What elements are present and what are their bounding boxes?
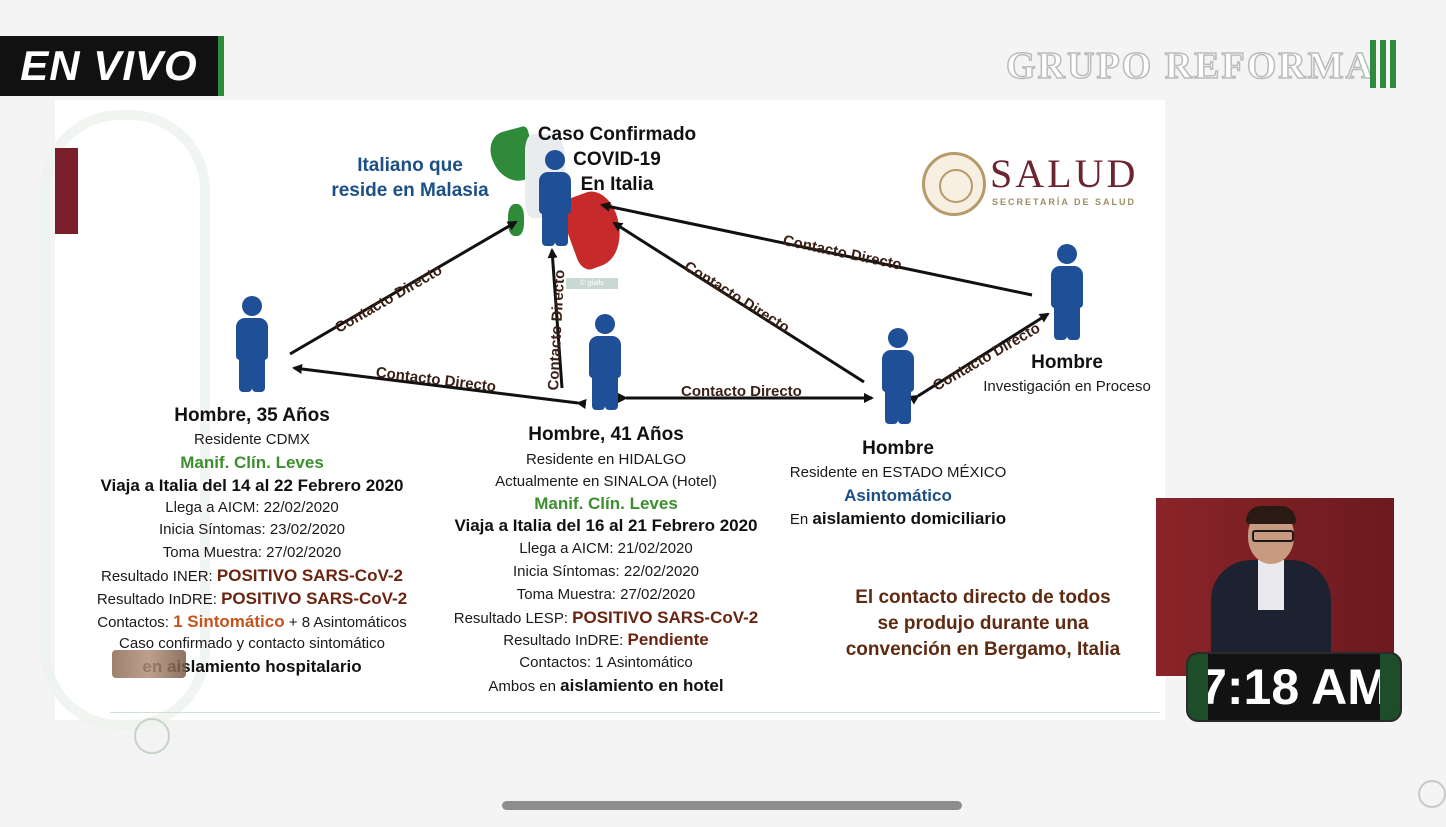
corner-seal-icon <box>1418 780 1446 808</box>
person-icon-top <box>537 150 573 246</box>
arrow-p3-to-p4 <box>908 312 1050 405</box>
mexico-seal-icon <box>134 718 170 754</box>
salud-logo-subtitle: SECRETARÍA DE SALUD <box>992 197 1137 207</box>
mexico-seal-icon <box>922 152 986 216</box>
decorative-pattern <box>40 110 210 730</box>
person-1-name: Hombre, 35 Años <box>174 405 330 426</box>
arrow-p1-to-top <box>289 220 518 356</box>
person-3-name: Hombre <box>862 438 934 459</box>
person-icon-3 <box>880 328 916 424</box>
person-icon-4 <box>1049 244 1085 340</box>
connection-label: Contacto Directo <box>681 383 802 400</box>
salud-logo-text: SALUD <box>990 151 1139 196</box>
slide-accent-bar <box>55 148 78 234</box>
arrow-p4-to-top <box>600 201 1033 297</box>
person-icon-2 <box>587 314 623 410</box>
arrow-p3-to-top <box>612 221 865 384</box>
crowd-image <box>112 650 186 678</box>
broadcaster-logo: GRUPO REFORMA <box>1005 44 1376 88</box>
slide-divider <box>110 712 1160 713</box>
sign-language-interpreter-video <box>1156 498 1394 676</box>
person-icon-1 <box>234 296 270 392</box>
index-case-origin: Italiano que reside en Malasia <box>331 155 489 201</box>
home-indicator[interactable] <box>502 801 962 810</box>
live-badge: EN VIVO <box>0 36 224 96</box>
person-4-name: Hombre <box>1031 352 1103 373</box>
broadcaster-logo-bars <box>1370 40 1396 88</box>
index-case-title: Caso Confirmado COVID-19 En Italia <box>537 124 697 195</box>
broadcast-clock: 7:18 AM <box>1186 652 1402 722</box>
arrow-p2-to-p1 <box>292 364 587 409</box>
convention-note: El contacto directo de todos se produjo … <box>845 587 1121 660</box>
person-2-name: Hombre, 41 Años <box>528 424 684 445</box>
